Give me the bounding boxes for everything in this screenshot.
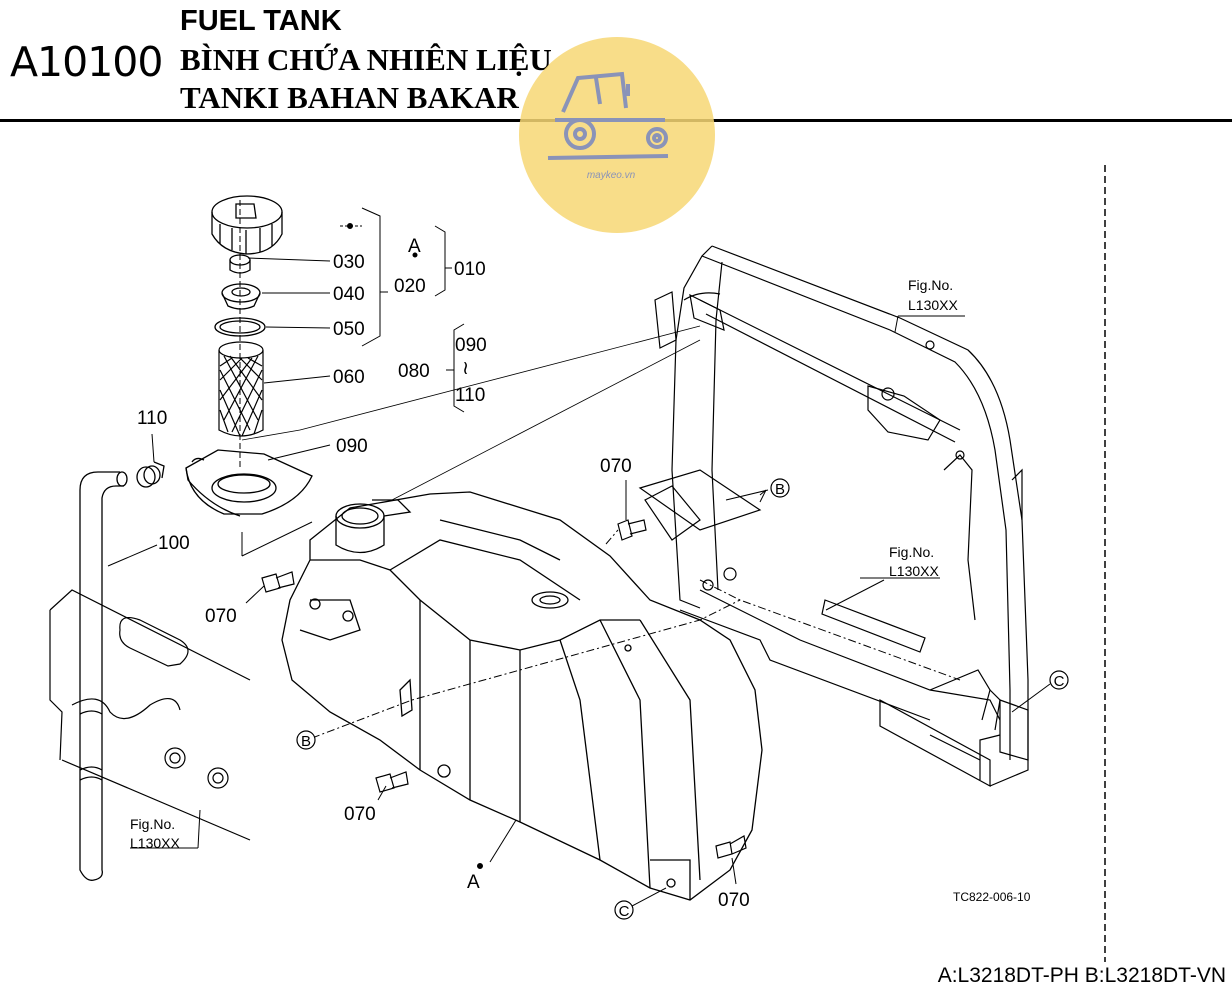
tank-a-label: A [467, 872, 480, 893]
callout-010: 010 [454, 259, 486, 280]
title-vietnamese: BÌNH CHỨA NHIÊN LIỆU [180, 42, 552, 77]
callout-040: 040 [333, 284, 365, 305]
radiator-frame [638, 245, 1029, 788]
filler-cover [185, 449, 313, 517]
svg-text:B: B [775, 481, 785, 498]
ref-c-bottom: C [614, 900, 634, 920]
bolt-070-right [617, 519, 647, 541]
fuel-strainer [218, 341, 264, 437]
title-english: FUEL TANK [180, 5, 342, 37]
watermark-circle [519, 37, 715, 233]
svg-text:L130XX: L130XX [130, 835, 180, 851]
callout-030: 030 [333, 252, 365, 273]
callout-070-bottom-right: 070 [718, 890, 750, 911]
callout-090: 090 [336, 436, 368, 457]
callout-080: 080 [398, 361, 430, 382]
part-group-code: A10100 [10, 38, 163, 86]
range-to: 110 [455, 385, 485, 406]
callout-labels: 030 040 050 060 090 110 100 070 070 070 … [137, 236, 750, 911]
group-a-label: A [408, 236, 421, 257]
cap-gasket [221, 283, 261, 310]
bolt-070-bottom [375, 771, 409, 793]
callout-070-left: 070 [205, 606, 237, 627]
svg-text:C: C [619, 903, 630, 920]
callout-050: 050 [333, 319, 365, 340]
ref-b-left: B [296, 730, 316, 750]
callout-070-right: 070 [600, 456, 632, 477]
svg-text:Fig.No.: Fig.No. [908, 277, 953, 293]
ref-c-right: C [1049, 670, 1069, 690]
callout-070-bottom: 070 [344, 804, 376, 825]
breather-hose [79, 471, 128, 881]
range-from: 090 [455, 335, 487, 356]
tractor-icon [547, 71, 669, 160]
callout-100: 100 [158, 533, 190, 554]
svg-text:Fig.No.: Fig.No. [130, 816, 175, 832]
range-symbol: ≀ [462, 358, 469, 379]
title-malay: TANKI BAHAN BAKAR [180, 80, 519, 115]
leader-lines [107, 200, 1051, 907]
callout-020: 020 [394, 276, 426, 297]
bolt-070-bottom-right [715, 835, 747, 859]
fig-ref-top: Fig.No. L130XX [908, 277, 958, 313]
model-applicability: A:L3218DT-PH B:L3218DT-VN [937, 964, 1226, 987]
svg-text:L130XX: L130XX [908, 297, 958, 313]
fig-ref-middle: Fig.No. L130XX [889, 544, 939, 579]
fuel-tank [281, 491, 763, 901]
drawing-number: TC822-006-10 [953, 890, 1031, 904]
watermark: maykeo.vn [519, 37, 715, 233]
callout-060: 060 [333, 367, 365, 388]
side-panel [49, 589, 251, 841]
svg-text:L130XX: L130XX [889, 563, 939, 579]
fig-ref-left: Fig.No. L130XX [130, 816, 180, 851]
ref-b-right: B [770, 478, 790, 498]
svg-text:B: B [301, 733, 311, 750]
watermark-text: maykeo.vn [587, 170, 636, 181]
svg-text:C: C [1054, 673, 1065, 690]
svg-text:Fig.No.: Fig.No. [889, 544, 934, 560]
hose-clamp [136, 461, 165, 488]
bolt-070-left [261, 571, 295, 593]
callout-110: 110 [137, 408, 167, 429]
filler-cap [211, 195, 283, 255]
